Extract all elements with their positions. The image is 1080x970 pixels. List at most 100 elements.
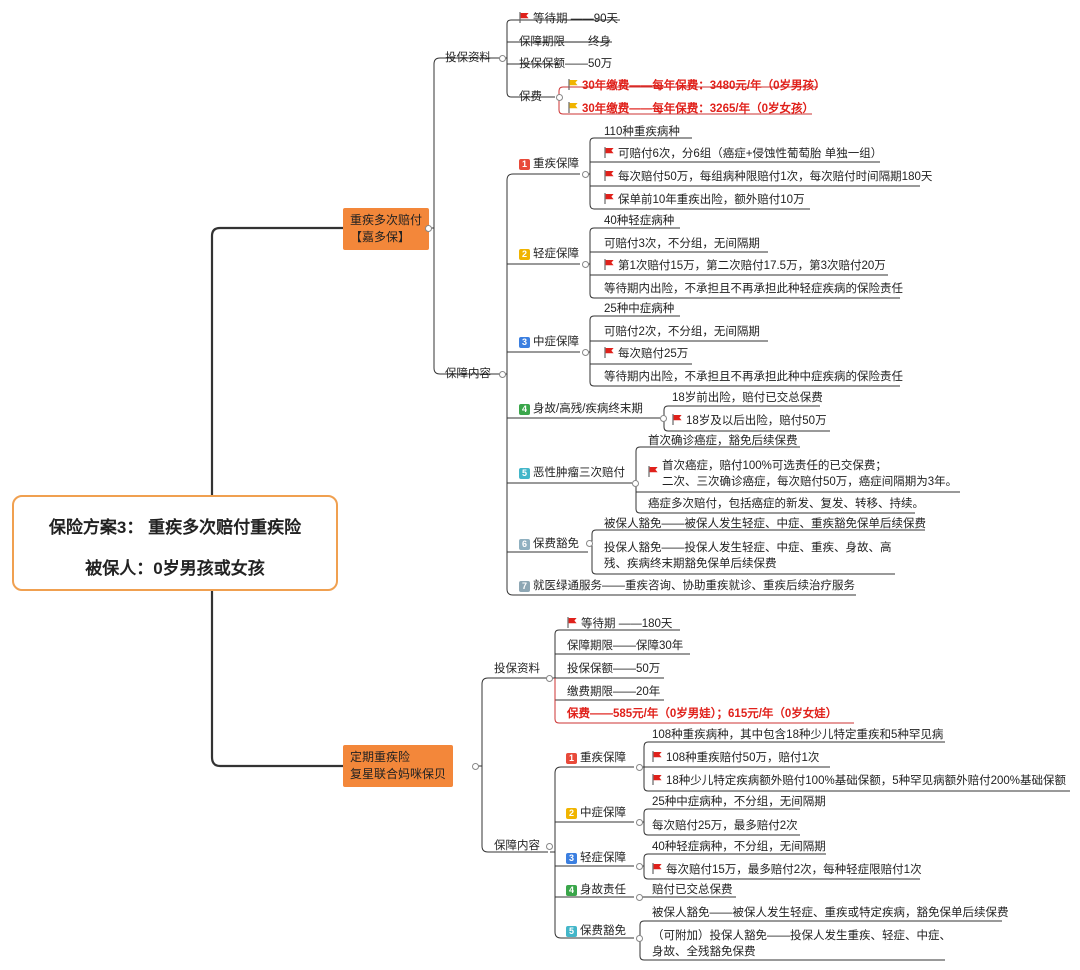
plan1-moderate-d2: 可赔付2次，不分组，无间隔期 xyxy=(604,326,760,338)
plan2-critical-d3: 18种少儿特定疾病额外赔付100%基础保额，5种罕见病额外赔付200%基础保额 xyxy=(652,773,1066,789)
plan1-moderate-d4: 等待期内出险，不承担且不再承担此种中症疾病的保险责任 xyxy=(604,371,903,383)
plan1-waiver-d1: 被保人豁免——被保人发生轻症、中症、重疾豁免保单后续保费 xyxy=(604,518,926,530)
plan1-cancer-d1: 首次确诊癌症，豁免后续保费 xyxy=(648,435,798,447)
plan1-info-toggle[interactable] xyxy=(499,55,506,62)
flag-icon xyxy=(568,102,578,113)
plan1-mild-toggle[interactable] xyxy=(582,261,589,268)
number-badge-icon: 4 xyxy=(519,404,530,415)
number-badge-icon: 4 xyxy=(566,885,577,896)
number-badge-icon: 2 xyxy=(566,808,577,819)
plan2-premium: 保费——585元/年（0岁男娃）；615元/年（0岁女娃） xyxy=(567,708,838,720)
flag-icon xyxy=(568,79,578,90)
plan1-critical-d4: 保单前10年重疾出险，额外赔付10万 xyxy=(604,192,805,208)
plan1-waiver-toggle[interactable] xyxy=(586,540,593,547)
root-node[interactable]: 保险方案3： 重疾多次赔付重疾险 被保人：0岁男孩或女孩 xyxy=(12,495,338,591)
number-badge-icon: 7 xyxy=(519,581,530,592)
number-badge-icon: 1 xyxy=(566,753,577,764)
plan2-mild-d2: 每次赔付15万，最多赔付2次，每种轻症限赔付1次 xyxy=(652,862,922,878)
flag-icon xyxy=(604,170,614,181)
plan1-coverage-label[interactable]: 保障内容 xyxy=(445,368,491,380)
plan2-waiver-d2: （可附加）投保人豁免——投保人发生重疾、轻症、中症、身故、全残豁免保费 xyxy=(652,930,951,958)
flag-icon xyxy=(519,12,529,23)
plan1-cancer-toggle[interactable] xyxy=(632,480,639,487)
plan2-critical-d1: 108种重疾病种，其中包含18种少儿特定重疾和5种罕见病 xyxy=(652,729,944,741)
plan1-product: 【嘉多保】 xyxy=(350,230,411,244)
plan2-name: 定期重疾险 xyxy=(350,750,411,764)
plan2-collapse-toggle[interactable] xyxy=(472,763,479,770)
plan2-info-label[interactable]: 投保资料 xyxy=(494,663,540,675)
plan1-cancer-d2: 首次癌症，赔付100%可选责任的已交保费；二次、三次确诊癌症，每次赔付50万，癌… xyxy=(648,458,957,490)
plan1-moderate-d3: 每次赔付25万 xyxy=(604,346,688,362)
plan2-node[interactable]: 定期重疾险 复星联合妈咪保贝 xyxy=(343,745,454,787)
number-badge-icon: 5 xyxy=(566,926,577,937)
number-badge-icon: 6 xyxy=(519,539,530,550)
plan2-waiting: 等待期 ——180天 xyxy=(567,616,672,632)
plan2-product: 复星联合妈咪保贝 xyxy=(350,767,447,781)
plan1-info-label[interactable]: 投保资料 xyxy=(445,52,491,64)
plan1-premium-toggle[interactable] xyxy=(556,94,563,101)
flag-icon xyxy=(604,147,614,158)
plan1-critical-d1: 110种重疾病种 xyxy=(604,126,680,138)
plan1-critical-d3: 每次赔付50万，每组病种限赔付1次，每次赔付时间隔期180天 xyxy=(604,169,932,185)
plan1-critical-toggle[interactable] xyxy=(582,171,589,178)
plan2-info-toggle[interactable] xyxy=(546,675,553,682)
number-badge-icon: 2 xyxy=(519,249,530,260)
plan2-coverage-label[interactable]: 保障内容 xyxy=(494,840,540,852)
flag-icon xyxy=(567,617,577,628)
plan1-death-toggle[interactable] xyxy=(660,415,667,422)
plan1-cancer-d3: 癌症多次赔付，包括癌症的新发、复发、转移、持续。 xyxy=(648,498,924,510)
plan2-moderate-d2: 每次赔付25万，最多赔付2次 xyxy=(652,820,798,832)
plan1-coverage-toggle[interactable] xyxy=(499,371,506,378)
root-insured: 被保人：0岁男孩或女孩 xyxy=(85,559,265,578)
plan2-death-d1: 赔付已交总保费 xyxy=(652,884,733,896)
plan2-waiver-toggle[interactable] xyxy=(636,935,643,942)
flag-icon xyxy=(652,774,662,785)
plan2-coverage-toggle[interactable] xyxy=(546,843,553,850)
plan1-mild-d2: 可赔付3次，不分组，无间隔期 xyxy=(604,238,760,250)
plan1-death-d2: 18岁及以后出险，赔付50万 xyxy=(672,413,827,429)
plan1-term: 保障期限——终身 xyxy=(519,36,611,48)
plan1-moderate-toggle[interactable] xyxy=(582,349,589,356)
plan2-moderate-toggle[interactable] xyxy=(636,819,643,826)
plan2-death-toggle[interactable] xyxy=(636,894,643,901)
plan2-amount: 投保保额——50万 xyxy=(567,663,661,675)
flag-icon xyxy=(604,193,614,204)
plan2-mild-toggle[interactable] xyxy=(636,863,643,870)
flag-icon xyxy=(672,414,682,425)
number-badge-icon: 3 xyxy=(519,337,530,348)
plan1-mild-d4: 等待期内出险，不承担且不再承担此种轻症疾病的保险责任 xyxy=(604,283,903,295)
plan1-amount: 投保保额——50万 xyxy=(519,58,613,70)
plan1-premium-label[interactable]: 保费 xyxy=(519,91,542,103)
plan1-critical-d2: 可赔付6次，分6组（癌症+侵蚀性葡萄胎 单独一组） xyxy=(604,146,882,162)
plan2-pay-term: 缴费期限——20年 xyxy=(567,686,661,698)
plan1-premium-girl: 30年缴费——每年保费：3265/年（0岁女孩） xyxy=(568,101,814,117)
plan2-critical-d2: 108种重疾赔付50万，赔付1次 xyxy=(652,750,819,766)
root-title: 保险方案3： 重疾多次赔付重疾险 xyxy=(48,518,302,537)
plan2-critical-toggle[interactable] xyxy=(636,764,643,771)
plan1-node[interactable]: 重疾多次赔付 【嘉多保】 xyxy=(343,208,430,250)
plan2-moderate-d1: 25种中症病种，不分组，无间隔期 xyxy=(652,796,826,808)
plan1-waiting: 等待期 ——90天 xyxy=(519,11,618,27)
plan1-mild-d3: 第1次赔付15万，第二次赔付17.5万，第3次赔付20万 xyxy=(604,258,886,274)
plan2-mild-d1: 40种轻症病种，不分组，无间隔期 xyxy=(652,841,826,853)
plan1-name: 重疾多次赔付 xyxy=(350,213,423,227)
plan1-premium-boy: 30年缴费——每年保费：3480元/年（0岁男孩） xyxy=(568,78,825,94)
flag-icon xyxy=(652,863,662,874)
plan1-mild-d1: 40种轻症病种 xyxy=(604,215,675,227)
plan1-collapse-toggle[interactable] xyxy=(425,225,432,232)
plan2-waiver-d1: 被保人豁免——被保人发生轻症、重疾或特定疾病，豁免保单后续保费 xyxy=(652,907,1009,919)
